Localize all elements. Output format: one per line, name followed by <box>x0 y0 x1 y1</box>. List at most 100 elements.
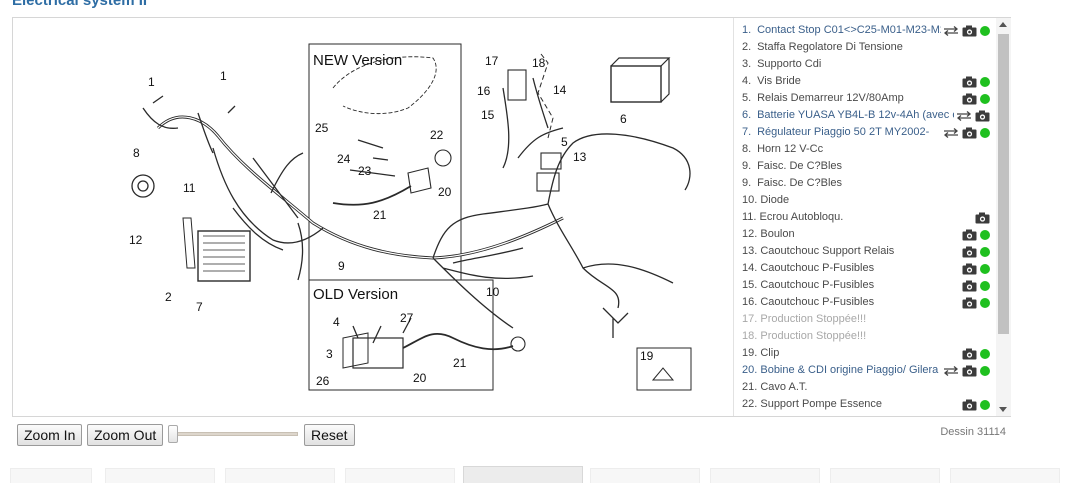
callout-27[interactable]: 27 <box>400 311 414 325</box>
parts-list-item[interactable]: 8. Horn 12 V-Cc <box>734 141 996 158</box>
exploded-diagram[interactable]: NEW Version OLD Version 1 1 2 3 4 5 6 7 … <box>13 18 733 416</box>
parts-list-item[interactable]: 10. Diode <box>734 192 996 209</box>
parts-list-item[interactable]: 9. Faisc. De C?Bles <box>734 175 996 192</box>
swap-arrows-icon[interactable] <box>943 128 959 138</box>
camera-icon[interactable] <box>962 93 977 105</box>
parts-list-item[interactable]: 14. Caoutchouc P-Fusibles <box>734 260 996 277</box>
parts-list-item[interactable]: 15. Caoutchouc P-Fusibles <box>734 277 996 294</box>
callout-8[interactable]: 8 <box>133 146 140 160</box>
camera-icon[interactable] <box>962 76 977 88</box>
camera-icon[interactable] <box>962 399 977 411</box>
callout-22[interactable]: 22 <box>430 128 444 142</box>
parts-list-item[interactable]: 17. Production Stoppée!!! <box>734 311 996 328</box>
part-number: 16. <box>742 296 758 308</box>
parts-list-item[interactable]: 16. Caoutchouc P-Fusibles <box>734 294 996 311</box>
parts-list-item[interactable]: 12. Boulon <box>734 226 996 243</box>
parts-scrollbar[interactable] <box>996 18 1011 416</box>
diagram-thumbnail[interactable] <box>105 468 215 483</box>
zoom-out-button[interactable]: Zoom Out <box>87 424 164 446</box>
parts-list-item[interactable]: 4. Vis Bride <box>734 73 996 90</box>
callout-3[interactable]: 3 <box>326 347 333 361</box>
parts-list-item[interactable]: 21. Cavo A.T. <box>734 379 996 396</box>
callout-5[interactable]: 5 <box>561 135 568 149</box>
callout-24[interactable]: 24 <box>337 152 351 166</box>
callout-6[interactable]: 6 <box>620 112 627 126</box>
scroll-down-arrow-icon[interactable] <box>999 407 1007 412</box>
callout-11[interactable]: 11 <box>183 181 196 195</box>
camera-icon[interactable] <box>962 246 977 258</box>
callout-19[interactable]: 19 <box>640 349 654 363</box>
parts-list-item[interactable]: 5. Relais Demarreur 12V/80Amp <box>734 90 996 107</box>
part-name[interactable]: Bobine & CDI origine Piaggio/ Gilera Eur <box>760 364 959 376</box>
part-name[interactable]: Batterie YUASA YB4L-B 12v-4Ah (avec e <box>757 109 958 121</box>
callout-16[interactable]: 16 <box>477 84 491 98</box>
diagram-thumbnail[interactable] <box>710 468 820 483</box>
parts-list-item[interactable]: 11. Ecrou Autobloqu. <box>734 209 996 226</box>
callout-23[interactable]: 23 <box>358 164 372 178</box>
part-name[interactable]: Contact Stop C01<>C25-M01-M23-M28 <box>757 24 953 36</box>
swap-arrows-icon[interactable] <box>943 26 959 36</box>
parts-list-item[interactable]: 18. Production Stoppée!!! <box>734 328 996 345</box>
swap-arrows-icon[interactable] <box>943 366 959 376</box>
zoom-in-button[interactable]: Zoom In <box>17 424 83 446</box>
camera-icon[interactable] <box>962 365 977 377</box>
callout-1b[interactable]: 1 <box>220 69 227 83</box>
camera-icon[interactable] <box>962 229 977 241</box>
parts-list-item[interactable]: 6. Batterie YUASA YB4L-B 12v-4Ah (avec e <box>734 107 996 124</box>
camera-icon[interactable] <box>962 297 977 309</box>
callout-17[interactable]: 17 <box>485 54 499 68</box>
zoom-slider-handle[interactable] <box>168 425 178 443</box>
camera-icon[interactable] <box>962 263 977 275</box>
parts-list-item[interactable]: 9. Faisc. De C?Bles <box>734 158 996 175</box>
diagram-thumbnail[interactable] <box>950 468 1060 483</box>
parts-list-item[interactable]: 22. Support Pompe Essence <box>734 396 996 413</box>
callout-2[interactable]: 2 <box>165 290 172 304</box>
diagram-thumbnail[interactable] <box>10 468 92 483</box>
callout-12[interactable]: 12 <box>129 233 143 247</box>
parts-list-item[interactable]: 1. Contact Stop C01<>C25-M01-M23-M28 <box>734 22 996 39</box>
scroll-thumb[interactable] <box>998 34 1009 334</box>
callout-20a[interactable]: 20 <box>438 185 452 199</box>
diagram-thumbnail[interactable] <box>830 468 940 483</box>
callout-4[interactable]: 4 <box>333 315 340 329</box>
part-name[interactable]: Régulateur Piaggio 50 2T MY2002- <box>757 126 930 138</box>
camera-icon[interactable] <box>962 348 977 360</box>
parts-list-item[interactable]: 13. Caoutchouc Support Relais <box>734 243 996 260</box>
parts-list-item[interactable]: 3. Supporto Cdi <box>734 56 996 73</box>
callout-9[interactable]: 9 <box>338 259 345 273</box>
diagram-thumbnail[interactable] <box>225 468 335 483</box>
parts-list-item[interactable]: 2. Staffa Regolatore Di Tensione <box>734 39 996 56</box>
callout-1a[interactable]: 1 <box>148 75 155 89</box>
callout-26[interactable]: 26 <box>316 374 330 388</box>
callout-7[interactable]: 7 <box>196 300 203 314</box>
part-number: 8. <box>742 143 752 155</box>
part-row-icons <box>960 245 990 259</box>
callout-18[interactable]: 18 <box>532 56 546 70</box>
swap-arrows-icon[interactable] <box>956 111 972 121</box>
callout-25[interactable]: 25 <box>315 121 329 135</box>
parts-list-item[interactable]: 7. Régulateur Piaggio 50 2T MY2002- <box>734 124 996 141</box>
callout-21a[interactable]: 21 <box>373 208 387 222</box>
part-number: 10. <box>742 194 758 206</box>
camera-icon[interactable] <box>962 25 977 37</box>
camera-icon[interactable] <box>962 280 977 292</box>
reset-button[interactable]: Reset <box>304 424 355 446</box>
zoom-slider-track[interactable] <box>170 432 298 436</box>
callout-13[interactable]: 13 <box>573 150 587 164</box>
diagram-thumbnail-active[interactable] <box>463 466 583 483</box>
camera-icon[interactable] <box>962 127 977 139</box>
callout-21b[interactable]: 21 <box>453 356 467 370</box>
diagram-thumbnail-strip <box>0 464 1077 483</box>
camera-icon[interactable] <box>975 212 990 224</box>
camera-icon[interactable] <box>975 110 990 122</box>
callout-15[interactable]: 15 <box>481 108 495 122</box>
callout-10[interactable]: 10 <box>486 285 500 299</box>
parts-list-item[interactable]: 20. Bobine & CDI origine Piaggio/ Gilera… <box>734 362 996 379</box>
callout-14[interactable]: 14 <box>553 83 567 97</box>
scroll-up-arrow-icon[interactable] <box>999 22 1007 27</box>
diagram-thumbnail[interactable] <box>590 468 700 483</box>
diagram-thumbnail[interactable] <box>345 468 455 483</box>
part-number: 4. <box>742 75 752 87</box>
parts-list-item[interactable]: 19. Clip <box>734 345 996 362</box>
callout-20b[interactable]: 20 <box>413 371 427 385</box>
